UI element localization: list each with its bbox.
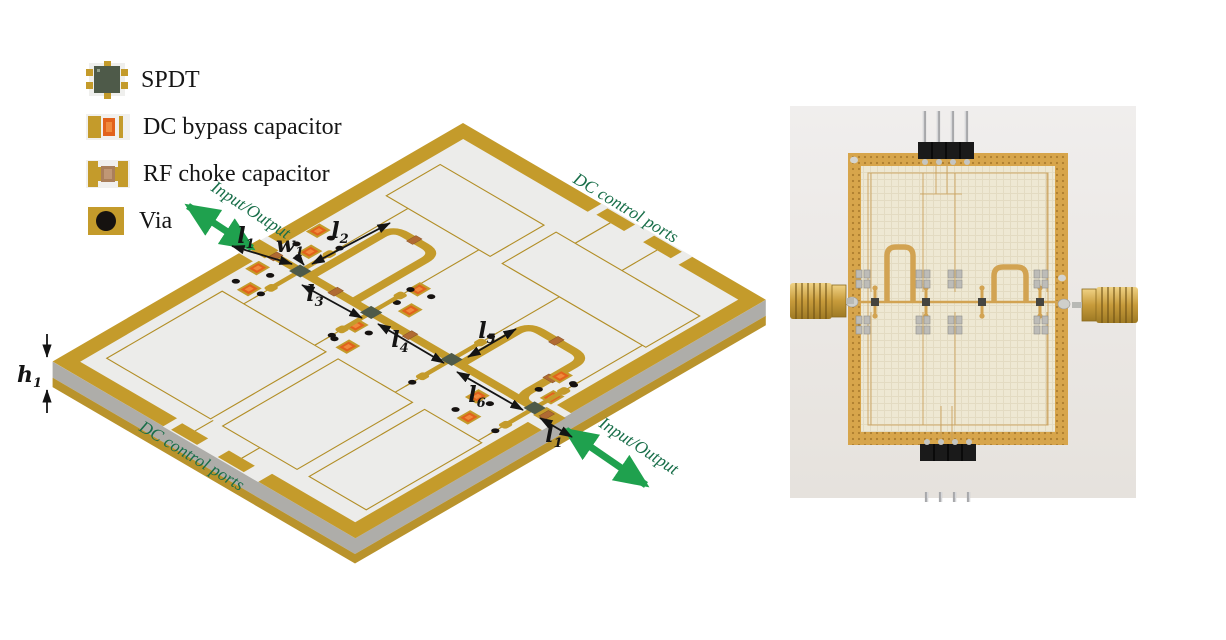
bottom-layer-left: [52, 377, 355, 564]
header-pin: [966, 492, 971, 502]
legend-label-spdt: SPDT: [141, 66, 200, 93]
input-output-label-right: Input/Output: [595, 412, 684, 479]
legend-row-via: Via: [86, 201, 342, 241]
dim-label-h1: h1: [17, 362, 42, 391]
dim-label-l5: l5: [478, 318, 495, 347]
dim-label-l2: l2: [331, 218, 348, 247]
dim-label-l1-in: l1: [237, 223, 254, 252]
dim-label-l4: l4: [391, 327, 408, 356]
dim-arrow-l1-out: [539, 417, 573, 438]
dim-arrow-l3: [301, 284, 363, 319]
photo-meander-1: [884, 244, 916, 302]
dim-label-l6: l6: [468, 382, 485, 411]
bottom-layer-right: [355, 315, 766, 564]
header-pin: [950, 111, 955, 143]
dc-bypass-capacitor-icon: [86, 114, 130, 140]
pin-header-top: [918, 111, 974, 165]
legend-row-rf-choke: RF choke capacitor: [86, 154, 342, 194]
dim-arrow-l1-in: [231, 245, 293, 265]
dim-arrow-l4: [377, 323, 445, 364]
photo-inner-outline: [867, 172, 1049, 426]
via-icon: [88, 207, 124, 235]
legend-label-via: Via: [139, 207, 173, 234]
dim-label-l3: l3: [306, 281, 323, 310]
substrate-side-left: [52, 361, 355, 554]
header-pin: [936, 111, 941, 143]
dc-control-pads-bottom: [171, 420, 261, 473]
dim-arrow-l2: [311, 222, 391, 265]
legend-row-dc-bypass: DC bypass capacitor: [86, 107, 342, 147]
dim-arrow-l5: [467, 328, 517, 358]
legend-label-rf-choke: RF choke capacitor: [143, 160, 330, 187]
photo-bias-traces: [920, 156, 962, 442]
header-pin: [964, 111, 969, 143]
legend-label-dc-bypass: DC bypass capacitor: [143, 113, 342, 140]
header-pin: [952, 492, 957, 502]
fabricated-board-photo: [790, 106, 1138, 502]
input-output-arrow-right: [562, 427, 650, 488]
dim-label-l1-out: l1: [545, 422, 562, 451]
photo-pcb: [845, 153, 1071, 445]
solder-blob: [1058, 274, 1066, 282]
legend: SPDT DC bypass capacitor RF chok: [86, 60, 342, 248]
header-pin: [938, 492, 943, 502]
header-pin: [922, 111, 927, 143]
dim-arrow-w1: [292, 252, 305, 266]
solder-blob: [1057, 298, 1071, 310]
solder-blob: [850, 156, 858, 164]
legend-row-spdt: SPDT: [86, 60, 342, 100]
photo-meander-2: [991, 264, 1029, 302]
input-output-arrow-left: [184, 203, 256, 251]
pin-header-bottom: [920, 439, 976, 502]
dim-arrow-l6: [456, 371, 524, 411]
header-pin: [924, 492, 929, 502]
sma-connector-right: [1072, 287, 1138, 323]
circuit-diagram: Input/Output Input/Output DC control por…: [17, 123, 766, 564]
rf-choke-capacitor-icon: [86, 160, 130, 188]
dim-label-w1: w1: [276, 232, 304, 260]
spdt-icon: [86, 61, 128, 99]
sma-connector-left: [790, 283, 854, 319]
photo-dividers: [870, 173, 1048, 425]
dc-control-pads-top: [574, 208, 682, 271]
